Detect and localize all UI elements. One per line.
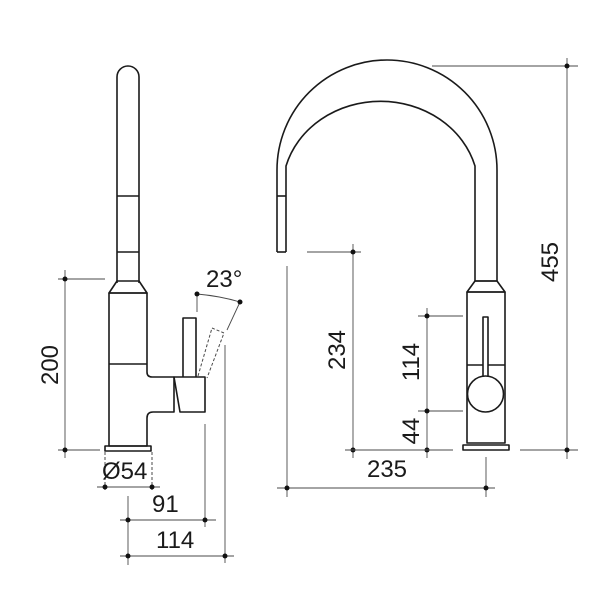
dim-marker xyxy=(125,517,131,523)
side-view: 200 23° Ø54 91 114 xyxy=(37,65,243,565)
dim-label-91: 91 xyxy=(152,491,179,518)
front-lever-knob xyxy=(466,375,505,413)
dim-marker xyxy=(102,484,108,490)
front-lever-stem xyxy=(482,316,489,377)
dim-label-234: 234 xyxy=(324,330,351,370)
dim-marker xyxy=(564,447,570,453)
spout-side xyxy=(116,65,140,283)
tap-body xyxy=(108,292,175,447)
dim-marker xyxy=(194,291,200,297)
lever-tilted-ghost xyxy=(197,327,225,379)
dim-marker xyxy=(202,517,208,523)
front-collar xyxy=(466,280,506,293)
dim-label-455: 455 xyxy=(537,242,564,282)
dim-label-54: Ø54 xyxy=(102,458,147,485)
body-collar xyxy=(108,280,148,294)
front-view: 455 234 114 44 235 xyxy=(276,58,578,497)
dim-label-200: 200 xyxy=(37,345,64,385)
base-plate xyxy=(104,445,152,452)
front-base-plate xyxy=(462,444,510,451)
front-body xyxy=(466,291,506,444)
dim-label-114-front: 114 xyxy=(398,343,425,381)
dim-ext-line xyxy=(226,301,241,331)
lever-housing xyxy=(173,376,206,413)
gooseneck-spout xyxy=(276,59,498,281)
dim-marker xyxy=(149,484,155,490)
dim-marker xyxy=(62,447,68,453)
dim-marker xyxy=(424,408,430,414)
lever-handle xyxy=(182,317,197,377)
dim-marker xyxy=(564,63,570,69)
dim-marker xyxy=(62,276,68,282)
dim-marker xyxy=(284,485,290,491)
dim-marker xyxy=(125,553,131,559)
dim-label-44: 44 xyxy=(398,418,425,445)
dim-label-114: 114 xyxy=(156,527,194,554)
dim-label-23deg: 23° xyxy=(206,266,242,293)
dim-label-235: 235 xyxy=(367,456,407,483)
dim-marker xyxy=(483,485,489,491)
angle-arc xyxy=(196,293,241,303)
dim-marker xyxy=(237,299,243,305)
dim-marker xyxy=(222,553,228,559)
dim-marker xyxy=(424,313,430,319)
dim-marker xyxy=(350,249,356,255)
